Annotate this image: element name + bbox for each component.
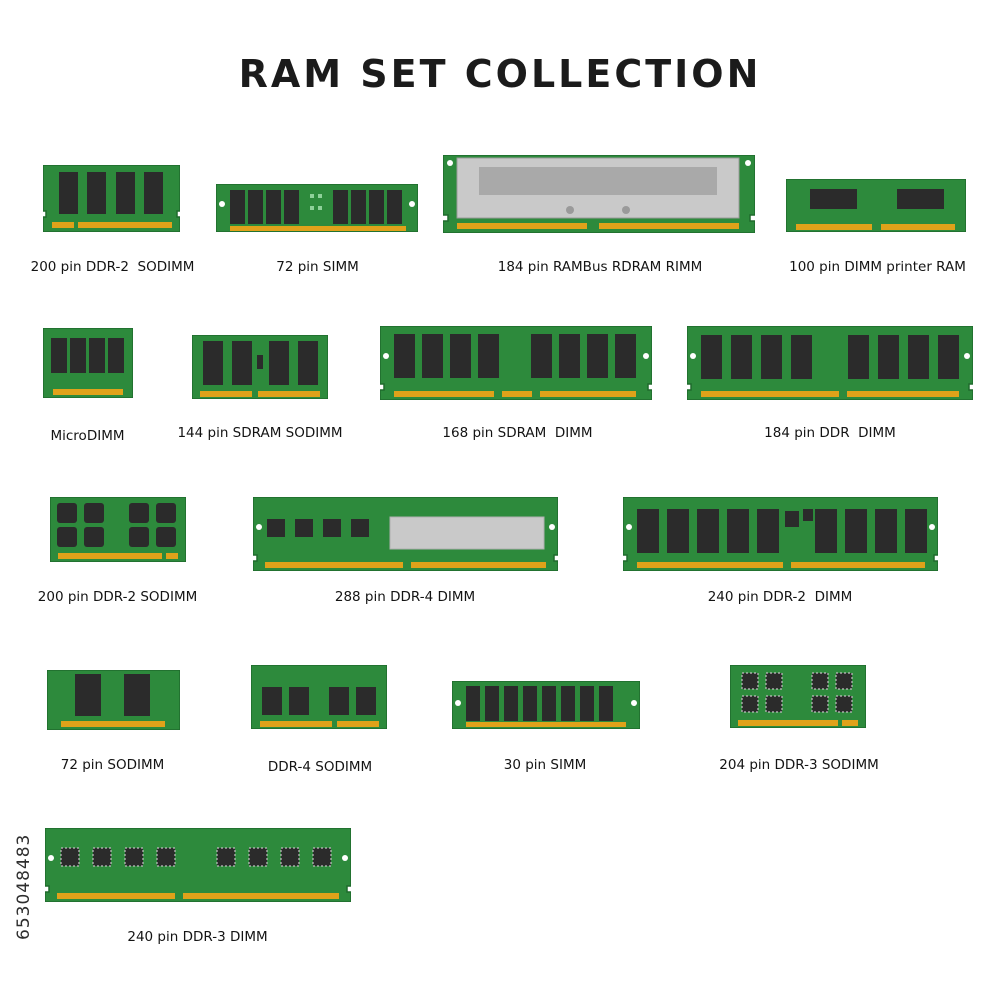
module-label: 72 pin SIMM xyxy=(276,259,359,275)
module-label: 204 pin DDR-3 SODIMM xyxy=(719,757,879,773)
module-30pin-simm xyxy=(452,681,640,729)
module-ddr4-sodimm xyxy=(251,665,387,729)
module-200pin-ddr2-sodimm-b xyxy=(50,497,186,562)
module-204pin-ddr3-sodimm xyxy=(730,665,866,728)
module-microdimm xyxy=(43,328,133,398)
module-240pin-ddr3-dimm xyxy=(45,828,351,902)
module-72pin-sodimm xyxy=(47,670,180,730)
module-label: 30 pin SIMM xyxy=(503,757,587,773)
module-288pin-ddr4-dimm xyxy=(253,497,558,571)
module-100pin-dimm-printer xyxy=(786,179,966,232)
module-label: 72 pin SODIMM xyxy=(60,757,165,773)
module-label: 288 pin DDR-4 DIMM xyxy=(334,589,476,605)
module-label: MicroDIMM xyxy=(50,428,125,444)
module-label: 184 pin RAMBus RDRAM RIMM xyxy=(497,259,703,275)
module-label: 184 pin DDR DIMM xyxy=(764,425,896,441)
module-label: DDR-4 SODIMM xyxy=(267,759,373,775)
stock-id-watermark: 653048483 xyxy=(14,833,34,940)
module-72pin-simm xyxy=(216,184,418,232)
module-168pin-sdram-dimm xyxy=(380,326,652,400)
module-184pin-ddr-dimm xyxy=(687,326,973,400)
module-label: 144 pin SDRAM SODIMM xyxy=(177,425,343,441)
module-label: 240 pin DDR-2 DIMM xyxy=(707,589,853,605)
module-label: 200 pin DDR-2 SODIMM xyxy=(37,589,198,605)
module-200pin-ddr2-sodimm-a xyxy=(43,165,180,232)
module-240pin-ddr2-dimm xyxy=(623,497,938,571)
module-label: 200 pin DDR-2 SODIMM xyxy=(30,259,195,275)
module-label: 168 pin SDRAM DIMM xyxy=(442,425,593,441)
module-label: 240 pin DDR-3 DIMM xyxy=(127,929,268,945)
module-label: 100 pin DIMM printer RAM xyxy=(789,259,966,275)
module-144pin-sdram-sodimm xyxy=(192,335,328,399)
module-184pin-rambus-rimm xyxy=(443,155,755,233)
page-title: RAM SET COLLECTION xyxy=(238,52,762,96)
